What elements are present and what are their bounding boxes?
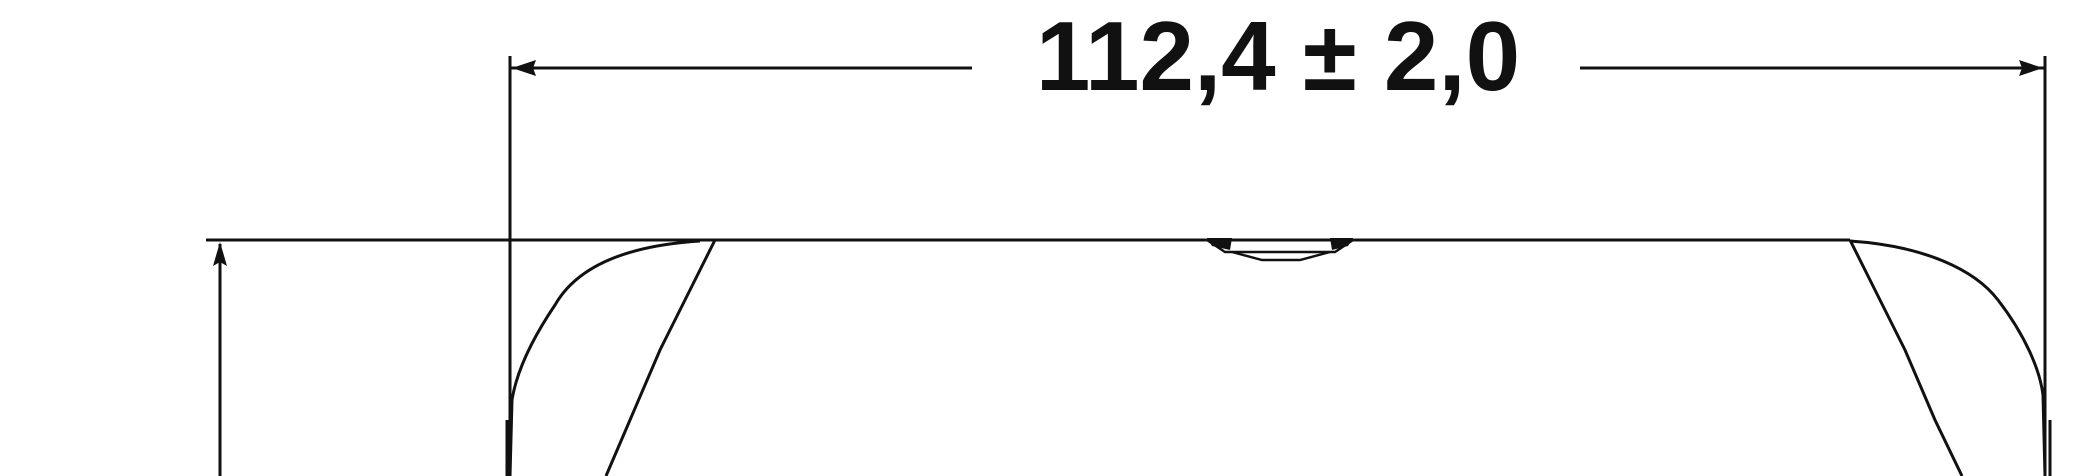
left-chamfer-line	[604, 239, 717, 476]
right-corner-arc	[1849, 239, 2047, 476]
horizontal-dimension: 112,4 ± 2,0	[508, 1, 2047, 476]
arrowhead-right	[2019, 60, 2043, 76]
arrowhead-left	[512, 60, 536, 76]
left-corner-arc	[508, 239, 701, 476]
vertical-dimension	[206, 238, 540, 476]
part-outline	[505, 238, 2052, 476]
notch-mark-left	[1207, 238, 1232, 250]
notch-mark-right	[1330, 238, 1353, 250]
arrowhead-up	[213, 242, 227, 266]
center-notch-inner	[1231, 250, 1331, 262]
right-chamfer-line	[1848, 239, 1964, 476]
dimension-label: 112,4 ± 2,0	[1036, 1, 1520, 111]
